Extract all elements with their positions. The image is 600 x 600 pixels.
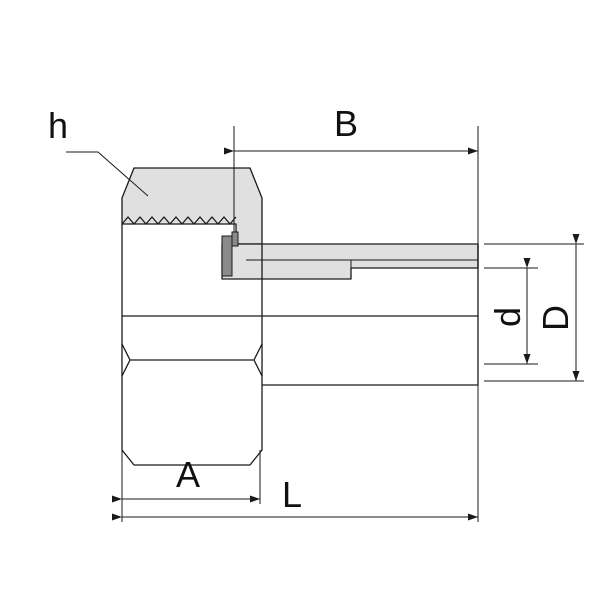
label-L: L [282, 474, 302, 515]
leader-h [66, 151, 149, 197]
nut-section [121, 167, 263, 245]
hex-chamfer-left [121, 343, 131, 377]
label-D: D [535, 305, 576, 331]
tube-section [221, 243, 479, 280]
thread-profile [121, 216, 237, 225]
label-h: h [48, 105, 68, 146]
label-B: B [334, 103, 358, 144]
ferrule [221, 235, 233, 277]
hex-chamfer-right [253, 343, 263, 377]
nut-body [121, 224, 263, 466]
label-d: d [487, 307, 528, 327]
label-A: A [176, 454, 200, 495]
